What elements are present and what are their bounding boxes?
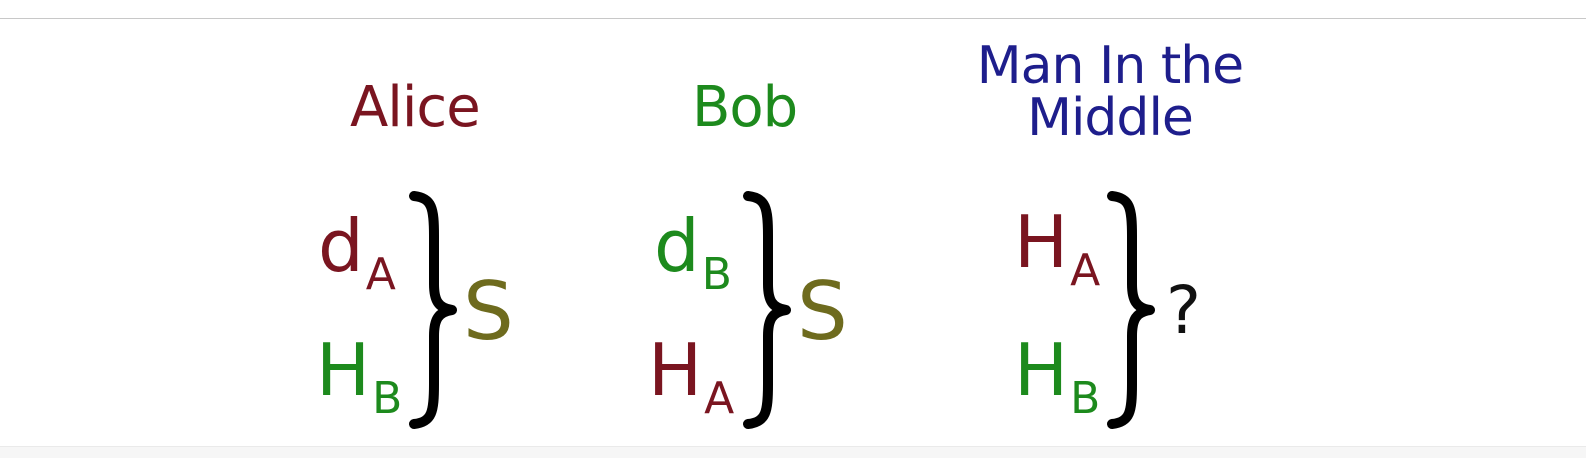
alice-top-term-sub: A: [365, 249, 396, 300]
bob-top-term-base: d: [654, 204, 700, 288]
top-divider: [0, 18, 1586, 19]
mitm-bottom-term-sub: B: [1070, 373, 1101, 424]
bob-bottom-term-base: H: [648, 328, 703, 412]
bob-bottom-term: HA: [648, 334, 734, 421]
mitm-header-line-2: Middle: [1027, 88, 1194, 148]
bob-shared-secret: S: [797, 265, 848, 358]
mitm-bottom-term: HB: [1014, 334, 1100, 421]
mitm-header: Man In the Middle: [965, 40, 1255, 144]
alice-bottom-term: HB: [316, 334, 402, 421]
mitm-top-term-sub: A: [1070, 245, 1101, 296]
alice-top-term-base: d: [318, 204, 364, 288]
alice-right-brace: [409, 191, 457, 429]
bob-top-term: dB: [654, 210, 732, 297]
mitm-top-term-base: H: [1014, 200, 1069, 284]
bottom-band: [0, 446, 1586, 458]
bob-header: Bob: [692, 75, 798, 140]
mitm-bottom-term-base: H: [1014, 328, 1069, 412]
mitm-header-line-1: Man In the: [976, 36, 1244, 96]
bob-bottom-term-sub: A: [704, 373, 735, 424]
bob-top-term-sub: B: [701, 249, 732, 300]
mitm-right-brace: [1107, 191, 1155, 429]
alice-header: Alice: [350, 75, 481, 140]
alice-top-term: dA: [318, 210, 396, 297]
bob-right-brace: [743, 191, 791, 429]
alice-bottom-term-sub: B: [372, 373, 403, 424]
alice-shared-secret: S: [463, 265, 514, 358]
alice-bottom-term-base: H: [316, 328, 371, 412]
mitm-unknown-secret: ?: [1166, 272, 1202, 349]
mitm-top-term: HA: [1014, 206, 1100, 293]
